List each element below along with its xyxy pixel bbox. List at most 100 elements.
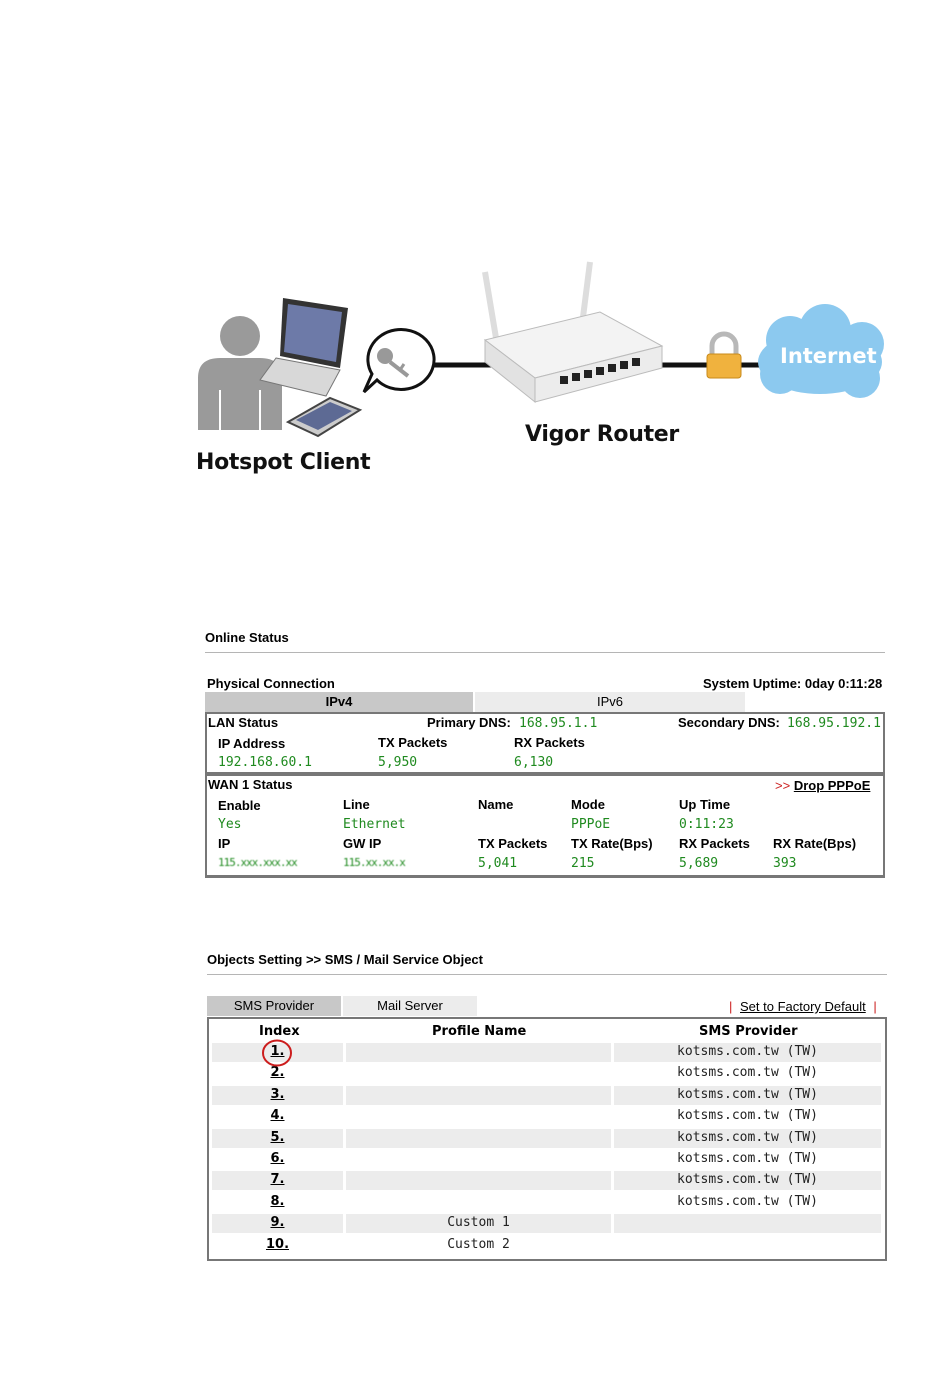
- table-row: 3. kotsms.com.tw (TW): [212, 1085, 881, 1105]
- sms-provider-cell: [614, 1214, 881, 1234]
- sms-provider-name: kotsms.com.tw (TW): [677, 1108, 818, 1124]
- breadcrumb: Objects Setting >> SMS / Mail Service Ob…: [207, 952, 483, 967]
- lan-rx-value: 6,130: [514, 755, 554, 770]
- factory-default-container: | Set to Factory Default |: [729, 999, 877, 1014]
- profile-index-link[interactable]: 6.: [270, 1151, 285, 1166]
- page-title: Online Status: [205, 630, 289, 645]
- diagram-graphics: [198, 261, 884, 438]
- lan-ip-value: 192.168.60.1: [218, 755, 312, 770]
- profile-index-link[interactable]: 2.: [270, 1065, 285, 1081]
- wan-header-mode: Mode: [571, 797, 605, 812]
- sms-provider-name: kotsms.com.tw (TW): [677, 1086, 818, 1102]
- wan-enable-value: Yes: [218, 817, 242, 832]
- sms-provider-cell: [614, 1128, 881, 1148]
- profile-name-cell: [346, 1150, 611, 1169]
- wan-status-title: WAN 1 Status: [208, 777, 293, 792]
- sms-provider-name: kotsms.com.tw (TW): [677, 1151, 818, 1166]
- lan-status-box: [205, 712, 885, 774]
- wan-header-gwip: GW IP: [343, 836, 382, 851]
- sms-provider-name: kotsms.com.tw (TW): [677, 1193, 818, 1209]
- column-header-profile-name: Profile Name: [432, 1024, 527, 1039]
- tab-sms-provider[interactable]: SMS Provider: [207, 996, 341, 1016]
- profile-name: Custom 2: [447, 1236, 510, 1252]
- profile-name: Custom 1: [447, 1215, 510, 1231]
- table-row: 8. kotsms.com.tw (TW): [212, 1193, 881, 1212]
- profile-index-link[interactable]: 7.: [270, 1172, 285, 1188]
- lan-header-tx: TX Packets: [378, 735, 448, 750]
- wan-header-line: Line: [343, 797, 370, 812]
- profile-index-link[interactable]: 9.: [270, 1215, 285, 1231]
- divider: [205, 652, 885, 653]
- physical-connection-heading: Physical Connection: [207, 676, 335, 691]
- index-cell: [212, 1043, 343, 1062]
- index-cell: [212, 1128, 343, 1148]
- system-uptime: System Uptime: 0day 0:11:28: [703, 676, 883, 691]
- profile-index-link[interactable]: 3.: [270, 1086, 285, 1102]
- wan-gwip-value-blurred: 115.xx.xx.x: [343, 856, 406, 869]
- wan-ip-value-blurred: 115.xxx.xxx.xx: [218, 856, 298, 869]
- column-header-index: Index: [259, 1024, 300, 1039]
- table-row: 10. Custom 2: [212, 1236, 881, 1255]
- profile-name-cell: [346, 1171, 611, 1191]
- secondary-dns-label: Secondary DNS:: [678, 715, 780, 730]
- table-row: 9. Custom 1: [212, 1214, 881, 1234]
- table-row: 2. kotsms.com.tw (TW): [212, 1064, 881, 1083]
- tab-ipv6[interactable]: IPv6: [475, 692, 745, 712]
- person-icon: [198, 316, 282, 430]
- sms-provider-name: kotsms.com.tw (TW): [677, 1044, 818, 1059]
- router-label: Vigor Router: [525, 422, 679, 447]
- wan-uptime-value: 0:11:23: [679, 817, 734, 832]
- wan-header-rxpackets: RX Packets: [679, 836, 750, 851]
- tab-mail-server[interactable]: Mail Server: [343, 996, 477, 1016]
- lan-header-rx: RX Packets: [514, 735, 585, 750]
- index-cell: [212, 1171, 343, 1191]
- wan-header-txrate: TX Rate(Bps): [571, 836, 653, 851]
- lan-header-ip: IP Address: [218, 736, 286, 751]
- profile-name-cell: [346, 1214, 611, 1234]
- wan-rxrate-value: 393: [773, 856, 797, 871]
- wan-txpackets-value: 5,041: [478, 856, 518, 871]
- sms-provider-cell: [614, 1236, 881, 1255]
- phone-icon: [285, 396, 363, 438]
- profile-index-link[interactable]: 5.: [270, 1129, 285, 1145]
- secondary-dns-value: 168.95.192.1: [787, 716, 881, 731]
- profile-index-link[interactable]: 10.: [265, 1236, 290, 1252]
- drop-pppoe-link[interactable]: Drop PPPoE: [793, 778, 871, 793]
- primary-dns-value: 168.95.1.1: [519, 716, 598, 731]
- sms-provider-name: kotsms.com.tw (TW): [677, 1129, 818, 1145]
- wan-header-uptime: Up Time: [679, 797, 731, 812]
- sms-provider-cell: [614, 1085, 881, 1105]
- profile-index-link[interactable]: 8.: [270, 1193, 285, 1209]
- set-to-factory-default-link[interactable]: Set to Factory Default: [740, 999, 866, 1014]
- profile-name-cell: [346, 1107, 611, 1126]
- wan-header-enable: Enable: [218, 798, 261, 813]
- sms-provider-name: kotsms.com.tw (TW): [677, 1065, 818, 1081]
- internet-label: Internet: [780, 344, 877, 368]
- lan-status-title: LAN Status: [208, 715, 279, 730]
- profile-index-link[interactable]: 4.: [270, 1108, 285, 1124]
- padlock-icon: [706, 331, 742, 379]
- wan-status-box: [205, 774, 885, 878]
- wan-mode-value: PPPoE: [571, 817, 611, 832]
- profile-name-cell: [346, 1043, 611, 1062]
- tab-ipv4[interactable]: IPv4: [205, 692, 473, 712]
- sms-provider-cell: [614, 1171, 881, 1191]
- profile-index-link[interactable]: 1.: [270, 1044, 285, 1059]
- wan-header-name: Name: [478, 797, 514, 812]
- table-row: 5. kotsms.com.tw (TW): [212, 1128, 881, 1148]
- sms-provider-cell: [614, 1043, 881, 1062]
- drop-prefix: >>: [775, 778, 791, 793]
- wan-rxpackets-value: 5,689: [679, 856, 719, 871]
- index-cell: [212, 1214, 343, 1234]
- separator-right: |: [873, 999, 877, 1014]
- table-row: 7. kotsms.com.tw (TW): [212, 1171, 881, 1191]
- index-cell: [212, 1085, 343, 1105]
- profile-name-cell: [346, 1085, 611, 1105]
- profile-name-cell: [346, 1128, 611, 1148]
- column-header-sms-provider: SMS Provider: [699, 1024, 798, 1039]
- table-row: 1. kotsms.com.tw (TW): [212, 1043, 881, 1062]
- highlight-circle: [262, 1039, 292, 1067]
- wan-header-txpackets: TX Packets: [478, 836, 548, 851]
- separator-left: |: [729, 999, 733, 1014]
- sms-provider-name: kotsms.com.tw (TW): [677, 1172, 818, 1188]
